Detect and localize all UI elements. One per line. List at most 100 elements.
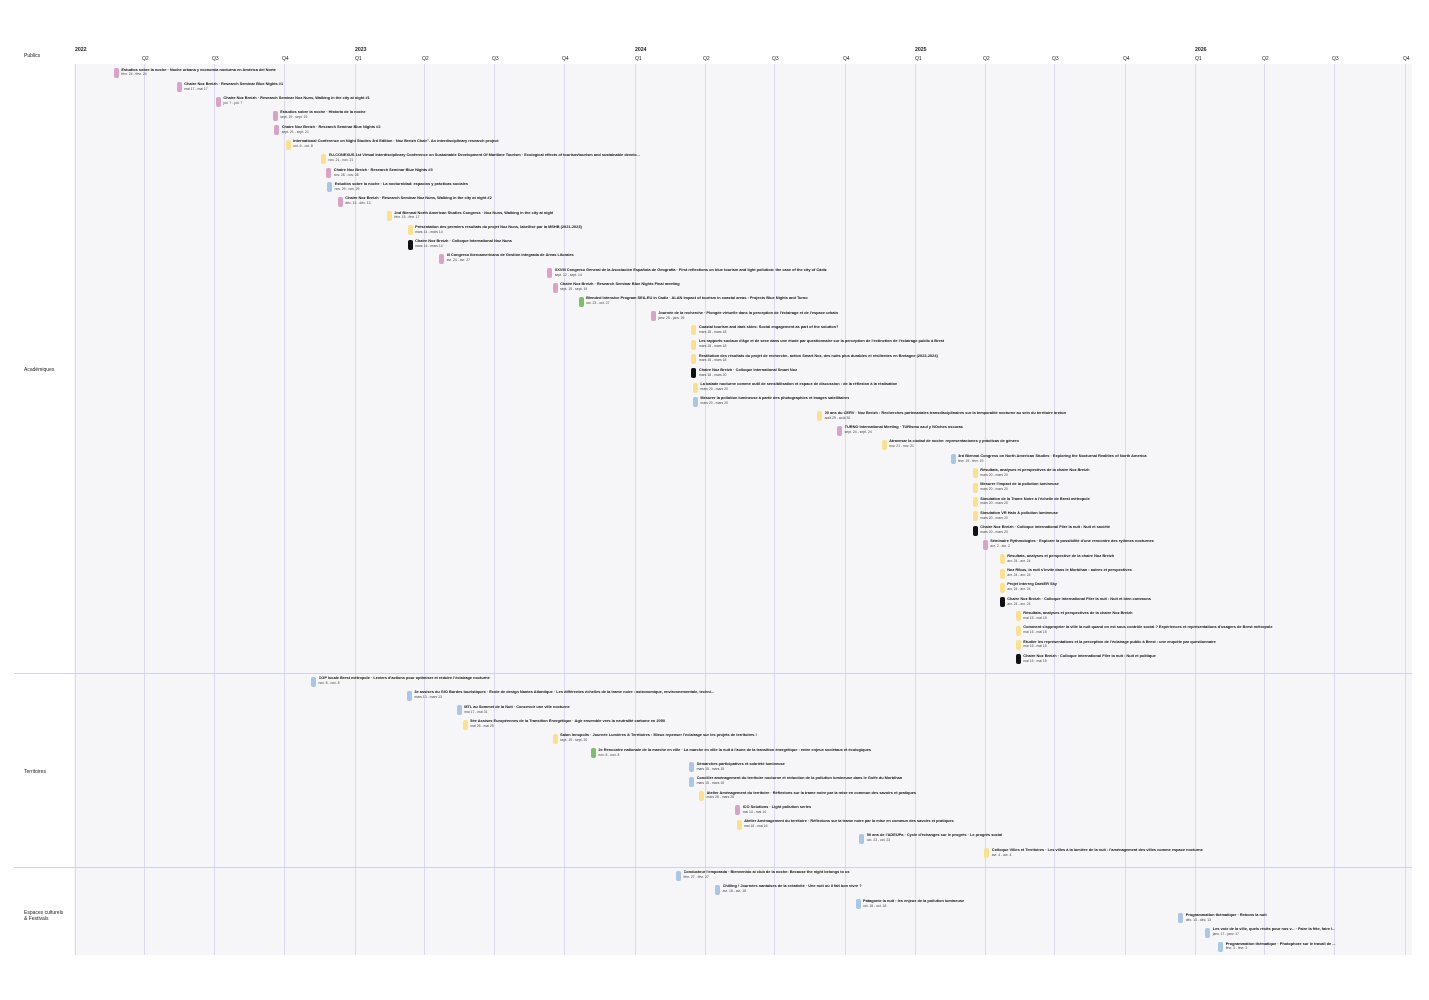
event-marker[interactable] (462, 719, 468, 730)
event-title[interactable]: Journée de la recherche · Plongée virtue… (658, 310, 838, 315)
event-title[interactable]: 3e assises du GIO Bordes touristiques · … (414, 690, 715, 695)
event-title[interactable]: Coastal tourism and dark skies: Social e… (698, 324, 839, 329)
event-marker[interactable] (272, 110, 278, 121)
event-title[interactable]: Résultats, analyses et perspectives de l… (1023, 610, 1133, 615)
event-marker[interactable] (1015, 654, 1021, 665)
event-title[interactable]: Blended Intensive Program SEA-EU in Cadi… (586, 296, 808, 301)
event-marker[interactable] (837, 425, 843, 436)
event-title[interactable]: 2e Rencontre nationale de la marche en v… (598, 747, 872, 752)
event-title[interactable]: Restitution des résultats du projet de r… (698, 353, 938, 358)
event-marker[interactable] (999, 582, 1005, 593)
event-marker[interactable] (327, 182, 333, 193)
event-title[interactable]: Simulation VR Halo & pollution lumineuse (980, 510, 1058, 515)
event-title[interactable]: Patagonie la nuit : les enjeux de la pol… (863, 898, 965, 903)
event-marker[interactable] (1015, 611, 1021, 622)
event-marker[interactable] (386, 211, 392, 221)
event-marker[interactable] (547, 268, 553, 279)
event-marker[interactable] (689, 762, 695, 773)
event-title[interactable]: Chaire Noz Breizh · Research Seminar Noz… (223, 96, 370, 101)
event-title[interactable]: Mesurer la pollution lumineuse à partir … (700, 396, 850, 401)
event-title[interactable]: Comment s'approprier la ville la nuit qu… (1023, 625, 1273, 630)
event-title[interactable]: Chaire Noz Breizh · Research Seminar Blu… (333, 167, 433, 172)
event-marker[interactable] (590, 748, 596, 759)
event-title[interactable]: 50 ans de l'ADEUPa · Cycle d'échanges su… (866, 833, 1003, 838)
event-marker[interactable] (972, 525, 978, 536)
event-marker[interactable] (439, 253, 445, 264)
event-marker[interactable] (691, 368, 697, 379)
event-marker[interactable] (650, 311, 656, 322)
event-title[interactable]: Atelier Aménagement du territoire · Réfl… (706, 790, 917, 795)
event-marker[interactable] (321, 153, 326, 164)
event-marker[interactable] (337, 196, 343, 207)
event-title[interactable]: 20 ans du CERV · Noz Breizh : Recherches… (824, 410, 1067, 415)
event-marker[interactable] (552, 282, 558, 293)
event-marker[interactable] (176, 82, 182, 93)
event-marker[interactable] (1015, 625, 1021, 636)
event-marker[interactable] (881, 439, 887, 450)
event-title[interactable]: Chaire Noz Breizh · Colloque internation… (980, 525, 1110, 530)
event-title[interactable]: Chaire Noz Breizh · Colloque internation… (1023, 653, 1156, 658)
event-marker[interactable] (407, 225, 413, 236)
event-marker[interactable] (1015, 640, 1021, 650)
event-marker[interactable] (215, 96, 221, 107)
event-title[interactable]: Salon Innopolis · Journée Lumières & Ter… (560, 733, 757, 738)
event-title[interactable]: Programmation thématique · Rebons la nui… (1185, 912, 1267, 917)
event-marker[interactable] (817, 411, 823, 422)
event-title[interactable]: Chaire Noz Breizh · Colloque internation… (1007, 596, 1151, 601)
event-title[interactable]: Chaire Noz Breizh · Research Seminar Blu… (560, 282, 680, 286)
event-marker[interactable] (691, 339, 697, 350)
event-title[interactable]: Simulation de la Trame Noire à l'échelle… (980, 496, 1090, 501)
event-marker[interactable] (855, 899, 861, 910)
event-marker[interactable] (972, 468, 978, 479)
event-title[interactable]: COP locale Brest métropole · Leviers d'a… (318, 676, 490, 681)
event-marker[interactable] (407, 239, 413, 250)
event-marker[interactable] (691, 354, 697, 364)
event-marker[interactable] (692, 396, 698, 407)
event-marker[interactable] (285, 139, 291, 150)
event-title[interactable]: Les voix de la ville, quels récits pour … (1212, 927, 1336, 932)
event-marker[interactable] (972, 497, 978, 507)
event-marker[interactable] (691, 325, 697, 336)
event-title[interactable]: Présentation des premiers résultats du p… (415, 224, 582, 229)
event-marker[interactable] (326, 168, 332, 179)
event-title[interactable]: Les rapports sociaux d'âge et de sexe da… (698, 339, 945, 344)
event-marker[interactable] (715, 884, 721, 895)
event-marker[interactable] (311, 676, 316, 687)
event-title[interactable]: Projet Interreg DarkER Sky (1007, 582, 1057, 587)
event-title[interactable]: Conducteur l'emporada · Bienvenido al cl… (683, 870, 850, 874)
event-title[interactable]: MTL au Sommet de la Nuit · Concevoir une… (464, 704, 570, 709)
event-title[interactable]: EU-CONEXUS 1st Virtual Interdisciplinary… (328, 153, 640, 158)
event-marker[interactable] (1178, 913, 1184, 924)
event-title[interactable]: Programmation thématique · Photophore su… (1225, 941, 1336, 946)
event-marker[interactable] (736, 819, 742, 830)
event-marker[interactable] (1218, 942, 1224, 952)
event-marker[interactable] (406, 690, 412, 701)
event-title[interactable]: Atravesar la ciudad de noche: representa… (889, 439, 1019, 444)
event-title[interactable]: Noz Ribus, la nuit s'invite dans le Morb… (1007, 568, 1132, 572)
event-title[interactable]: Séminaire Rythmologies · Explorer la pos… (990, 539, 1154, 544)
event-marker[interactable] (692, 382, 698, 393)
event-title[interactable]: TURNO International Meeting · TURismo az… (844, 425, 963, 429)
event-title[interactable]: Colloque Villes et Territoires · Les vil… (991, 847, 1203, 852)
event-marker[interactable] (1205, 927, 1211, 938)
event-title[interactable]: Chilling ! Journées nantaises de la créa… (722, 884, 862, 889)
event-marker[interactable] (950, 454, 956, 465)
event-title[interactable]: Atelier Aménagement du territoire · Réfl… (744, 819, 954, 824)
event-title[interactable]: Mesurer l'impact de la pollution lumineu… (980, 482, 1059, 487)
event-title[interactable]: 5èe Assises Européennes de la Transition… (470, 719, 666, 723)
event-title[interactable]: ICO Solutions · Light pollution series (742, 804, 812, 809)
event-title[interactable]: International Conference on Night Studie… (293, 139, 499, 143)
event-marker[interactable] (676, 870, 681, 881)
event-title[interactable]: Chaire Noz Breizh · Research Seminar Blu… (281, 124, 381, 129)
event-title[interactable]: Estudios sobre la noche · Noche urbana y… (121, 67, 276, 72)
event-marker[interactable] (972, 511, 978, 522)
event-title[interactable]: Estudios sobre la noche · La nocturnidad… (334, 181, 468, 186)
event-title[interactable]: Chaire Noz Breizh · Colloque Internation… (698, 367, 798, 372)
event-marker[interactable] (274, 125, 280, 136)
event-title[interactable]: Estudios sobre la noche · Historia de la… (280, 110, 366, 115)
event-title[interactable]: 2nd Biennal North American Studies Congr… (394, 210, 554, 215)
event-title[interactable]: XXVIII Congreso General de la Asociación… (554, 267, 827, 272)
event-title[interactable]: Étudier les représentations et la percep… (1023, 639, 1216, 644)
event-title[interactable]: La balade nocturne comme outil de sensib… (700, 382, 898, 387)
event-marker[interactable] (984, 848, 990, 859)
